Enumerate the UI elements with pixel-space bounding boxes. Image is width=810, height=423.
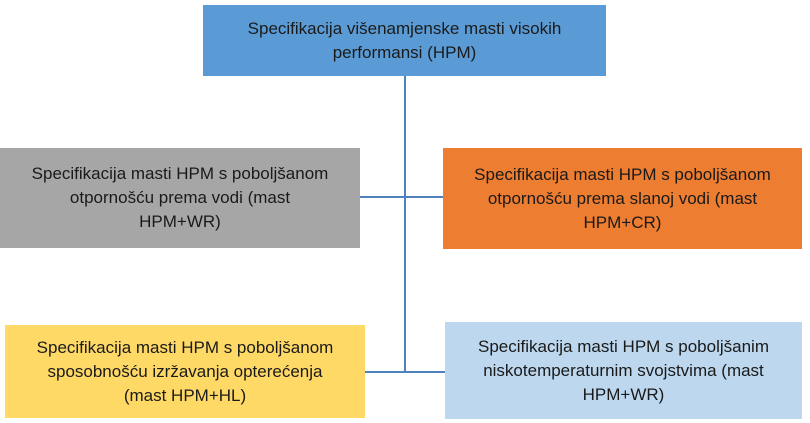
- node-label-line: performansi (HPM): [332, 42, 477, 62]
- node-label-line: HPM+WR): [582, 384, 665, 404]
- node-label-line: niskotemperaturnim svojstvima (mast: [483, 360, 764, 380]
- node-hpm-root-label: Specifikacija višenamjenske masti visoki…: [203, 17, 606, 65]
- node-label-line: Specifikacija masti HPM s poboljšanom: [31, 164, 329, 183]
- connector-vertical: [404, 76, 406, 373]
- node-hpm-water-resistance: Specifikacija masti HPM s poboljšanom ot…: [0, 148, 360, 248]
- node-hpm-low-temperature-label: Specifikacija masti HPM s poboljšanim ni…: [445, 335, 802, 407]
- connector-horizontal-middle: [360, 196, 443, 198]
- node-label-line: Specifikacija masti HPM s poboljšanim: [478, 336, 769, 356]
- node-label-line: (mast HPM+HL): [123, 385, 247, 405]
- node-label-line: Specifikacija višenamjenske masti visoki…: [247, 18, 562, 38]
- node-hpm-salt-water-resistance: Specifikacija masti HPM s poboljšanom ot…: [443, 148, 802, 249]
- node-hpm-root: Specifikacija višenamjenske masti visoki…: [203, 5, 606, 76]
- node-hpm-salt-water-resistance-label: Specifikacija masti HPM s poboljšanom ot…: [443, 163, 802, 235]
- node-label-line: otpornošću prema slanoj vodi (mast: [487, 188, 758, 208]
- node-hpm-low-temperature: Specifikacija masti HPM s poboljšanim ni…: [445, 322, 802, 419]
- node-label-line: HPM+WR): [139, 212, 221, 231]
- node-hpm-water-resistance-label: Specifikacija masti HPM s poboljšanom ot…: [0, 162, 360, 234]
- node-label-line: HPM+CR): [583, 212, 662, 232]
- connector-horizontal-bottom: [365, 371, 445, 373]
- node-hpm-high-load: Specifikacija masti HPM s poboljšanom sp…: [5, 325, 365, 418]
- node-label-line: Specifikacija masti HPM s poboljšanom: [36, 337, 334, 357]
- node-label-line: Specifikacija masti HPM s poboljšanom: [474, 164, 771, 184]
- node-label-line: otpornošću prema vodi (mast: [69, 188, 291, 207]
- node-label-line: sposobnošću izržavanja opterećenja: [47, 361, 323, 381]
- node-hpm-high-load-label: Specifikacija masti HPM s poboljšanom sp…: [5, 336, 365, 408]
